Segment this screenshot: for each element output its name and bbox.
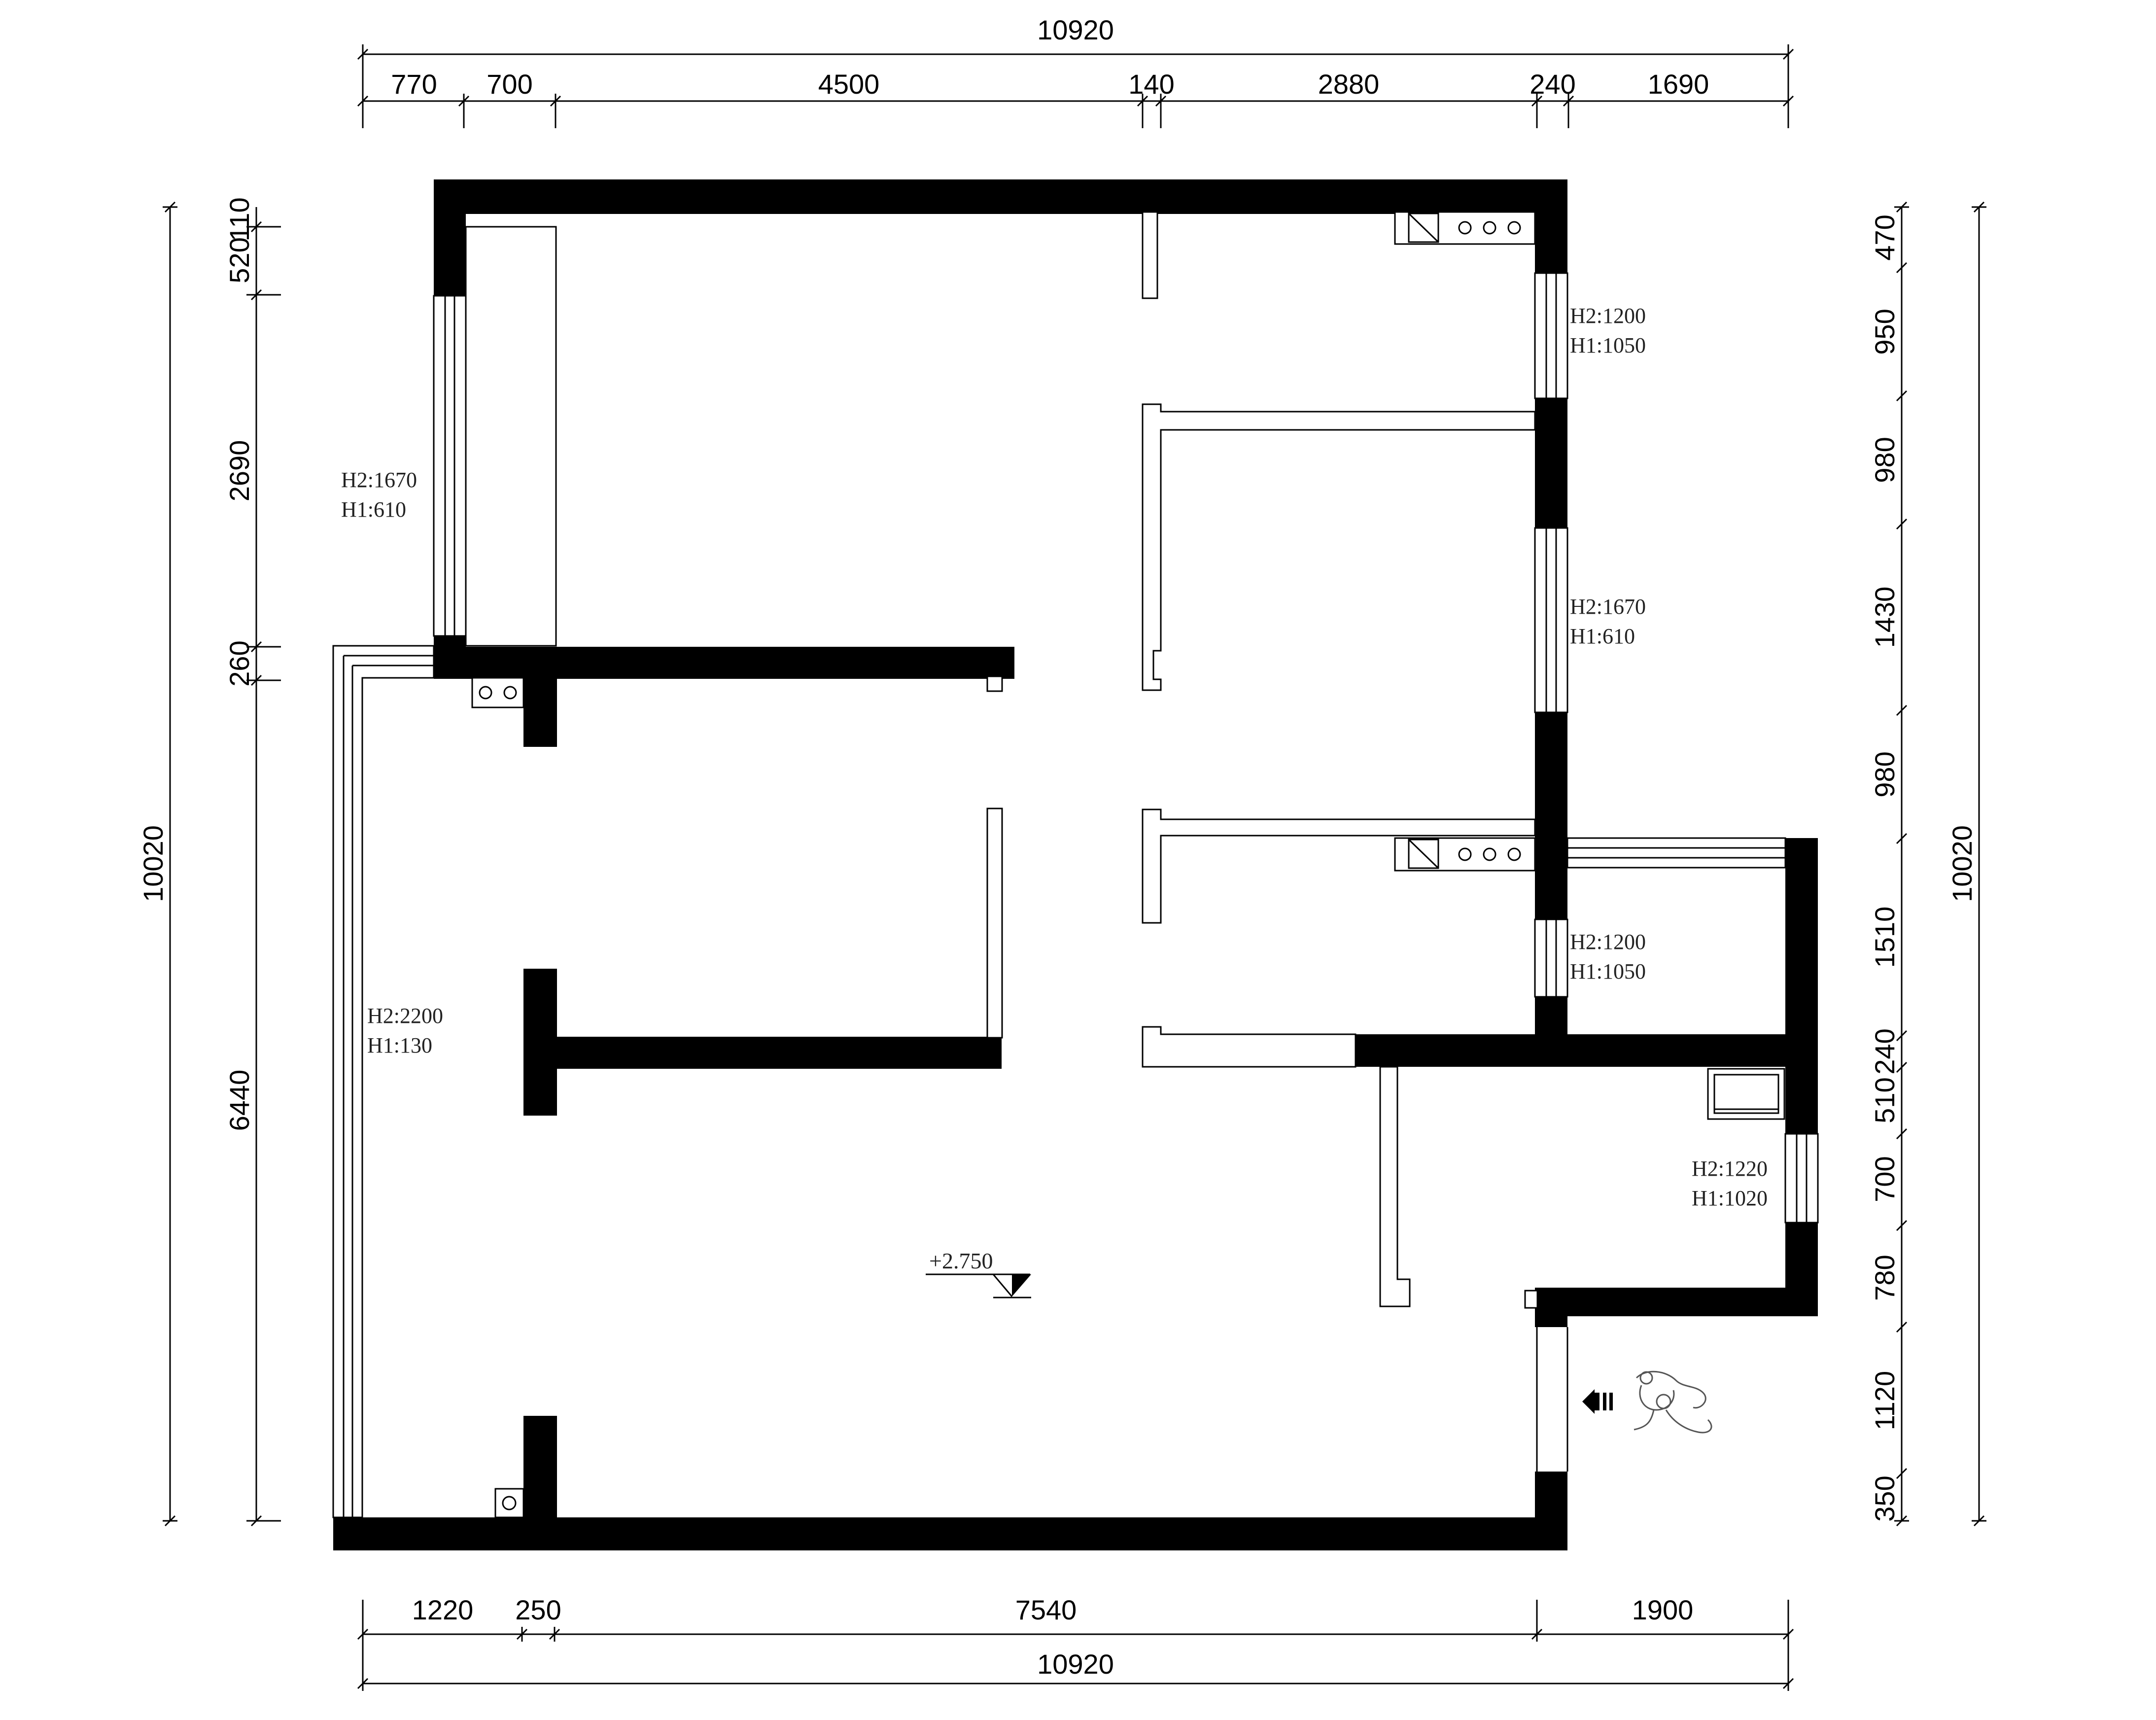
floor-drain-icon	[471, 677, 524, 708]
window-note-h2: H2:1200	[1570, 304, 1646, 328]
window-right-1	[1534, 272, 1568, 399]
stove-icon	[1394, 211, 1536, 245]
bottom-dim-4: 1900	[1632, 1594, 1694, 1625]
top-dim-1: 770	[391, 69, 437, 100]
bottom-total-dim: 10920	[1037, 1649, 1114, 1680]
window-note-h2: H2:2200	[367, 1004, 443, 1028]
top-dim-3: 4500	[818, 69, 880, 100]
left-total-dim: 10020	[138, 825, 169, 902]
right-dimensions: 10020 470 950 980 1430 980 1510 240 510 …	[1869, 201, 1986, 1527]
top-dim-5: 2880	[1318, 69, 1380, 100]
left-dimensions: 10020 110 520 2690 260 6440	[138, 197, 281, 1527]
right-dim-1: 470	[1869, 214, 1900, 260]
right-dim-5: 980	[1869, 751, 1900, 797]
partitions	[465, 211, 1538, 1309]
window-note-h1: H1:130	[367, 1033, 432, 1057]
bottom-dim-1: 1220	[412, 1594, 474, 1625]
top-dim-7: 1690	[1648, 69, 1709, 100]
right-dim-6: 1510	[1869, 907, 1900, 968]
top-dim-2: 700	[487, 69, 532, 100]
right-dim-8: 510	[1869, 1077, 1900, 1123]
walls	[333, 179, 1818, 1550]
bottom-dimensions: 1220 250 7540 1900 10920	[357, 1594, 1794, 1691]
window-note-h2: H2:1200	[1570, 930, 1646, 954]
left-dim-1: 110	[224, 197, 255, 241]
stove-icon	[1394, 837, 1536, 872]
window-note-h1: H1:1050	[1570, 333, 1646, 357]
right-dim-9: 700	[1869, 1156, 1900, 1202]
entrance-arrow-icon	[1582, 1389, 1613, 1414]
bottom-dim-3: 7540	[1015, 1594, 1077, 1625]
window-bathroom	[1784, 1133, 1819, 1224]
right-total-dim: 10020	[1947, 825, 1978, 902]
window-note-h1: H1:610	[1570, 624, 1635, 648]
right-dim-10: 780	[1869, 1255, 1900, 1300]
entrance-door-opening	[1536, 1327, 1568, 1472]
window-left-upper	[433, 295, 467, 637]
window-note-h2: H2:1670	[341, 468, 417, 492]
balcony-glass-wall	[332, 645, 435, 1518]
left-dim-3: 2690	[224, 440, 255, 502]
left-dim-2: 520	[224, 237, 255, 283]
right-dim-7: 240	[1869, 1028, 1900, 1074]
top-dim-6: 240	[1530, 69, 1575, 100]
right-dim-12: 350	[1869, 1475, 1900, 1521]
right-dim-4: 1430	[1869, 587, 1900, 648]
top-total-dim: 10920	[1037, 14, 1114, 45]
elevation-marker-icon: +2.750	[926, 1248, 1031, 1299]
top-dim-4: 140	[1128, 69, 1174, 100]
windows	[433, 272, 1819, 1472]
window-note-h1: H1:610	[341, 497, 406, 522]
right-dim-11: 1120	[1869, 1371, 1900, 1430]
window-note-h1: H1:1050	[1570, 959, 1646, 983]
window-note-h2: H2:1670	[1570, 595, 1646, 619]
elevation-label: +2.750	[929, 1248, 993, 1273]
floor-drain-icon	[494, 1488, 524, 1518]
window-note-h2: H2:1220	[1692, 1157, 1768, 1181]
window-notes: H2:1670 H1:610 H2:1200 H1:1050 H2:1670 H…	[341, 304, 1768, 1210]
left-dim-5: 6440	[224, 1070, 255, 1131]
right-dim-2: 950	[1869, 309, 1900, 354]
washbasin-icon	[1707, 1068, 1785, 1120]
window-right-2	[1534, 527, 1568, 713]
left-dim-4: 260	[224, 640, 255, 686]
bottom-dim-2: 250	[515, 1594, 561, 1625]
right-dim-3: 980	[1869, 437, 1900, 483]
walking-figure-icon	[1634, 1370, 1712, 1434]
window-kitchen-balcony	[1566, 837, 1786, 869]
window-right-3	[1534, 918, 1568, 998]
top-dimensions: 10920 770 700 4500 140 2880 240 1690	[357, 14, 1794, 128]
window-note-h1: H1:1020	[1692, 1186, 1768, 1210]
